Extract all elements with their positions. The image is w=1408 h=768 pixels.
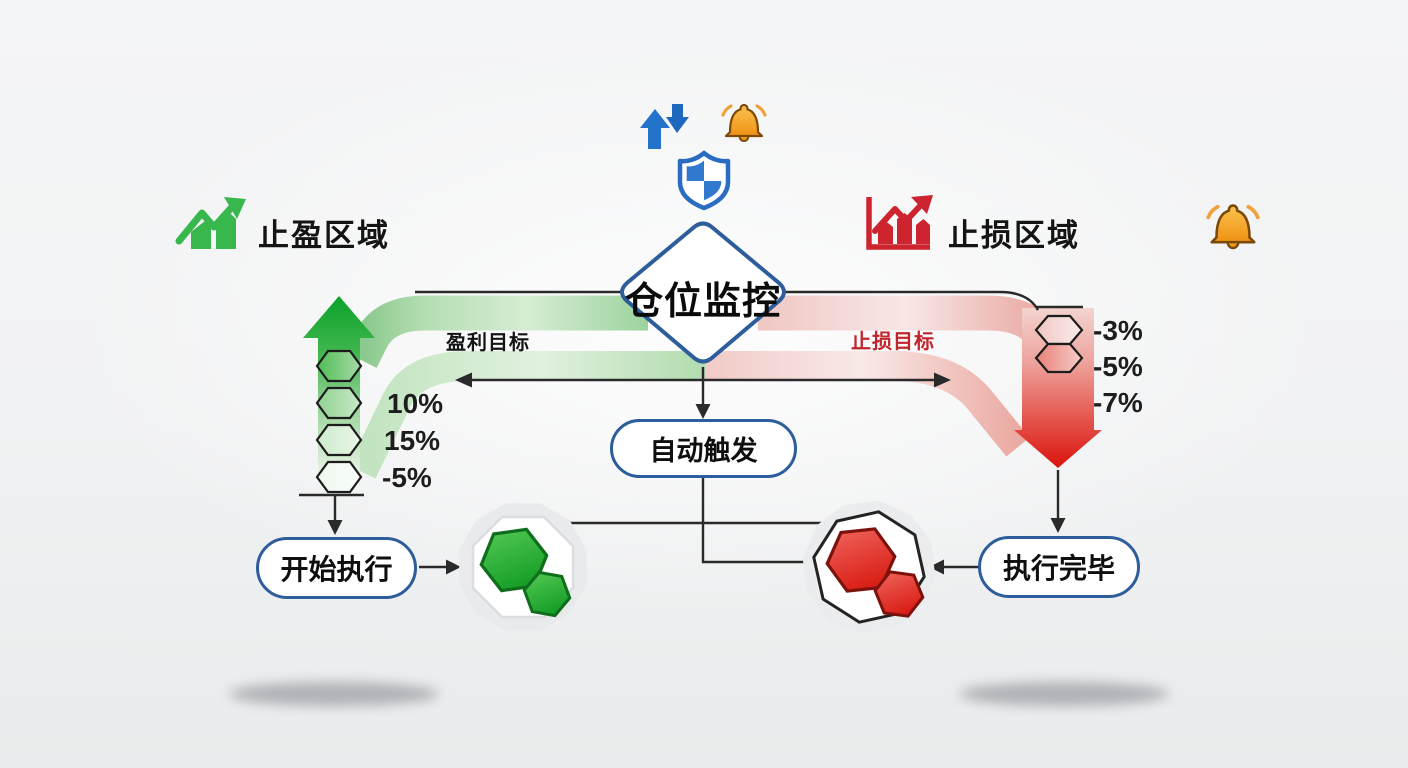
monitor-diamond	[620, 221, 786, 364]
exec-done-node: 执行完毕	[978, 536, 1140, 598]
loss-level-3: -7%	[1093, 387, 1143, 418]
loss-down-arrow	[1014, 308, 1102, 468]
trigger-to-red-badge-line	[701, 478, 816, 564]
green-hexagons-badge	[459, 503, 587, 631]
chart-arrowhead	[911, 195, 933, 214]
trend-line	[175, 203, 236, 245]
shield-check-icon	[677, 150, 731, 211]
badge-arrowhead-left	[929, 559, 944, 575]
trend-bar-1	[191, 221, 211, 249]
profit-level-hexagons	[315, 349, 363, 494]
start-arrowhead-down	[327, 520, 343, 535]
trend-arrowhead	[224, 197, 246, 219]
loss-level-hexagons	[1034, 314, 1084, 374]
span-arrowhead-right	[934, 372, 951, 388]
profit-hex-2	[315, 386, 363, 420]
profit-ribbon-lower	[348, 351, 705, 479]
profit-hex-4	[315, 460, 363, 494]
profit-level-3: -5%	[382, 462, 432, 493]
bell-icon	[721, 103, 767, 142]
done-arrowhead-down	[1050, 518, 1066, 533]
small-red-hexagon	[873, 570, 925, 618]
updown-arrows-icon	[640, 104, 689, 149]
loss-ribbon-lower	[705, 351, 1030, 457]
loss-hex-2	[1034, 342, 1084, 374]
loss-chart-icon	[866, 195, 933, 250]
chart-bar-3	[916, 219, 930, 244]
span-arrowhead-left	[455, 372, 472, 388]
profit-hex-1	[315, 349, 363, 383]
profit-level-2: 15%	[384, 425, 441, 456]
badge-arrowhead-right	[446, 559, 461, 575]
down-arrow	[666, 104, 689, 133]
loss-level-1: -3%	[1093, 315, 1143, 346]
auto-trigger-node: 自动触发	[610, 419, 797, 478]
connectors	[299, 290, 1083, 569]
trigger-arrowhead	[695, 404, 711, 419]
loss-target-label: 止损目标	[851, 331, 935, 353]
up-arrow	[640, 109, 670, 149]
profit-ribbon-upper	[345, 295, 648, 368]
floor-shadows	[229, 682, 1169, 706]
start-exec-node: 开始执行	[256, 537, 417, 599]
loss-level-2: -5%	[1093, 351, 1143, 382]
small-green-hexagon	[522, 570, 572, 618]
top-connector-line	[415, 290, 1040, 311]
chart-axis	[866, 197, 930, 250]
monitor-diamond-title: 仓位监控	[624, 281, 781, 323]
connector-arrowheads	[327, 372, 1066, 575]
red-hexagons-badge	[802, 500, 936, 634]
bell-icon	[1206, 204, 1260, 250]
loss-zone-label: 止损区域	[948, 218, 1080, 253]
chart-trend-line	[872, 203, 923, 234]
profit-target-label: 盈利目标	[446, 332, 530, 354]
start-exec-label: 开始执行	[280, 554, 393, 585]
exec-done-label: 执行完毕	[1002, 553, 1115, 584]
profit-zone-label: 止盈区域	[258, 218, 390, 253]
profit-level-1: 10%	[387, 388, 444, 419]
auto-trigger-label: 自动触发	[649, 436, 758, 466]
profit-hex-3	[315, 423, 363, 457]
trend-up-chart-icon	[175, 197, 246, 249]
